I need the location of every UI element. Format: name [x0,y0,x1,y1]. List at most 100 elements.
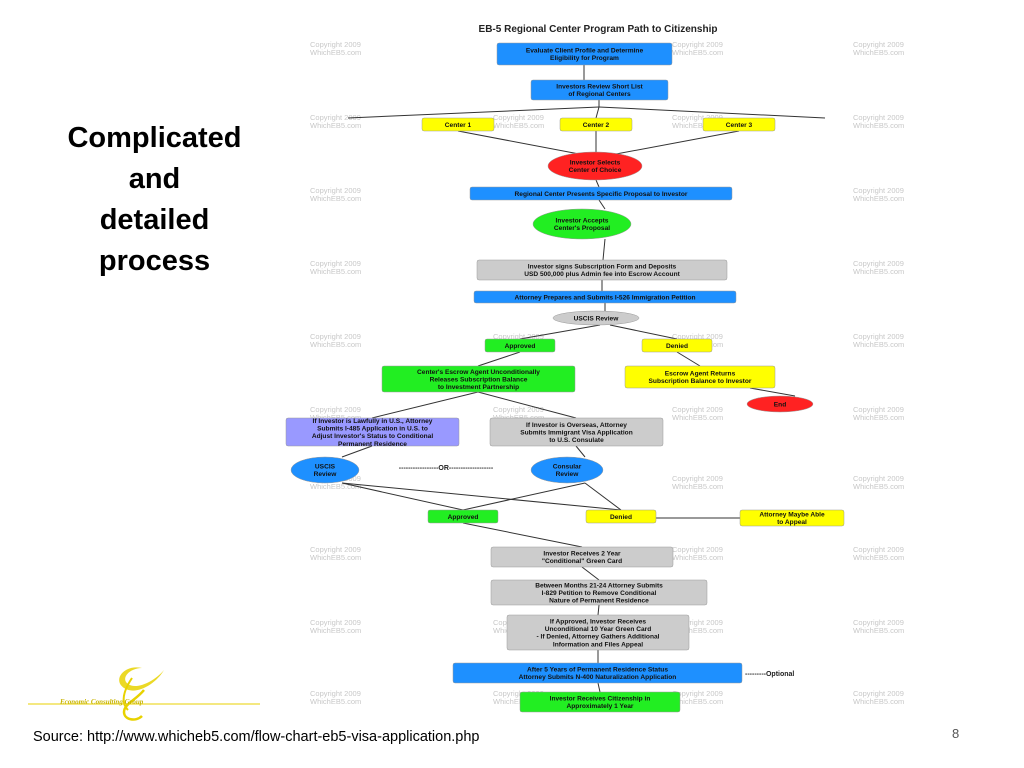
flow-node-label: Center's Escrow Agent Unconditionally [417,369,540,376]
flow-node-uscis1: USCIS Review [552,310,640,326]
flow-node-label: Permanent Residence [338,441,407,448]
connector-line [598,106,826,119]
connector-line [597,604,600,616]
flow-node-label: Approximately 1 Year [567,703,634,710]
flow-node-label: End [774,401,786,408]
connector-line [598,199,606,210]
flow-node-two_year: Investor Receives 2 Year"Conditional" Gr… [490,546,674,568]
flowchart-title: EB-5 Regional Center Program Path to Cit… [479,24,718,35]
page-number: 8 [952,726,960,741]
flow-node-label: Denied [610,514,632,521]
connector-line [341,445,373,458]
watermark-text: Copyright 2009 [493,689,544,698]
watermark-text: WhichEB5.com [672,482,723,491]
watermark-text: WhichEB5.com [672,626,723,635]
flow-node-label: Review [556,471,580,478]
watermark-text: Copyright 2009 [310,186,361,195]
watermark-text: WhichEB5.com [310,48,361,57]
flow-node-shape [506,614,690,651]
connector-line [462,522,583,548]
connector-line [599,130,740,158]
flow-node-shape [290,456,360,484]
flow-node-denied1: Denied [641,338,713,353]
watermark-text: WhichEB5.com [310,413,361,422]
watermark-text: WhichEB5.com [853,697,904,706]
flow-node-shape [381,365,576,393]
watermark-text: WhichEB5.com [493,413,544,422]
watermark-text: Copyright 2009 [310,405,361,414]
flow-node-label: Unconditional 10 Year Green Card [545,626,652,633]
flow-node-center1: Center 1 [421,117,495,132]
connector-line [595,106,600,119]
flow-node-center3: Center 3 [702,117,776,132]
flow-node-label: Review [314,471,338,478]
flow-node-label: Regional Center Presents Specific Propos… [515,191,688,198]
flow-node-shape [739,509,845,527]
flow-node-shape [559,117,633,132]
flow-node-shape [476,259,728,281]
connector-line [609,324,678,340]
flow-node-approved2: Approved [427,509,499,524]
flow-node-label: Releases Subscription Balance [430,376,528,383]
flow-node-label: Subscription Balance to Investor [649,378,752,385]
connector-line [457,130,596,158]
watermark-text: Copyright 2009 [310,618,361,627]
slide-side-title: Complicated and detailed process [52,118,257,282]
side-title-line-2: and [128,163,181,195]
flow-node-label: - If Denied, Attorney Gathers Additional [537,634,660,641]
watermark-text: WhichEB5.com [672,697,723,706]
flow-node-label: to Appeal [777,519,807,526]
flow-node-label: Information and Files Appeal [553,641,643,648]
flow-node-label: Attorney Submits N-400 Naturalization Ap… [519,674,677,681]
connector-line [347,106,600,119]
watermark-text: WhichEB5.com [493,697,544,706]
flow-node-label: Approved [448,514,479,521]
flow-node-label: to Investment Partnership [438,384,519,391]
flow-node-label: of Regional Centers [568,91,631,98]
watermark-text: Copyright 2009 [853,259,904,268]
flow-node-label: Nature of Permanent Residence [549,598,649,605]
flow-node-label: Approved [505,343,536,350]
flow-node-label: Investor Receives Citizenship in [550,696,651,703]
connector-line [519,324,601,340]
watermark-text: Copyright 2009 [672,618,723,627]
watermark-text: Copyright 2009 [310,113,361,122]
watermark-text: Copyright 2009 [310,40,361,49]
watermark-text: WhichEB5.com [310,482,361,491]
flow-node-label: USCIS [315,464,336,471]
watermark-text: WhichEB5.com [310,340,361,349]
flow-node-label: Investor Accepts [556,218,609,225]
flow-node-shape [624,365,776,389]
flow-node-n400: After 5 Years of Permanent Residence Sta… [452,662,743,684]
flow-node-label: Escrow Agent Returns [665,371,736,378]
flow-node-center2: Center 2 [559,117,633,132]
watermark-text: Copyright 2009 [853,186,904,195]
flow-node-proposal: Regional Center Presents Specific Propos… [469,186,733,201]
watermark-text: Copyright 2009 [672,40,723,49]
watermark-text: WhichEB5.com [310,697,361,706]
flow-node-label: USCIS Review [574,315,620,322]
flow-node-shape [285,417,460,447]
watermark-text: Copyright 2009 [672,405,723,414]
flow-node-citizenship: Investor Receives Citizenship inApproxim… [519,691,681,713]
connector-line [676,351,701,367]
watermark-text: WhichEB5.com [853,194,904,203]
flow-node-subscription: Investor signs Subscription Form and Dep… [476,259,728,281]
flow-node-label: Evaluate Client Profile and Determine [526,48,644,55]
flow-node-overseas: If Investor is Overseas, AttorneySubmits… [489,417,664,447]
source-citation: Source: http://www.whicheb5.com/flow-cha… [33,729,480,745]
flow-node-label: Denied [666,343,688,350]
connector-line [581,566,600,581]
flow-node-label: Investor Selects [570,160,621,167]
flow-node-evaluate: Evaluate Client Profile and DetermineEli… [496,42,673,66]
watermark-text: Copyright 2009 [310,259,361,268]
watermark-text: WhichEB5.com [853,340,904,349]
watermark-text: WhichEB5.com [672,413,723,422]
flow-node-end: End [746,395,814,413]
connector-line [595,179,600,188]
watermark-text: WhichEB5.com [853,267,904,276]
watermark-text: Copyright 2009 [853,332,904,341]
